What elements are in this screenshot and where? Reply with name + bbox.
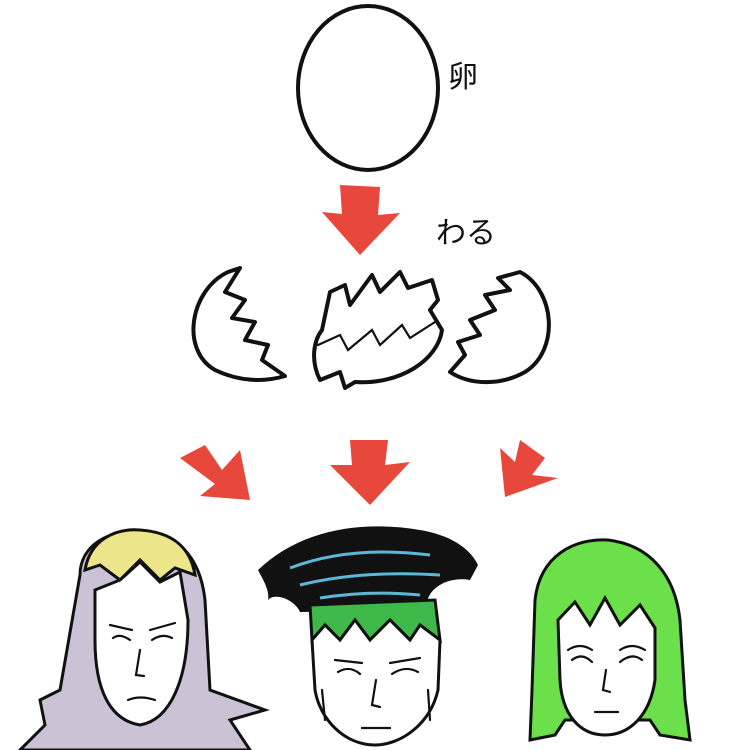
face [93,559,190,727]
blonde-hair [83,528,197,583]
face [556,594,657,737]
arrow-down-top [322,185,400,255]
character-left [17,528,270,750]
arrow-down-left [180,445,250,500]
shell-piece-right [448,270,551,385]
arrow-down-middle [330,440,410,505]
character-right [528,538,692,742]
egg-label: 卵 [448,60,478,95]
shell-piece-middle [312,270,444,390]
egg [296,4,440,172]
break-label: わる [436,216,496,251]
character-middle [258,526,478,747]
arrow-down-right [500,440,558,497]
black-hair [258,526,478,612]
shell-piece-left [191,266,287,382]
